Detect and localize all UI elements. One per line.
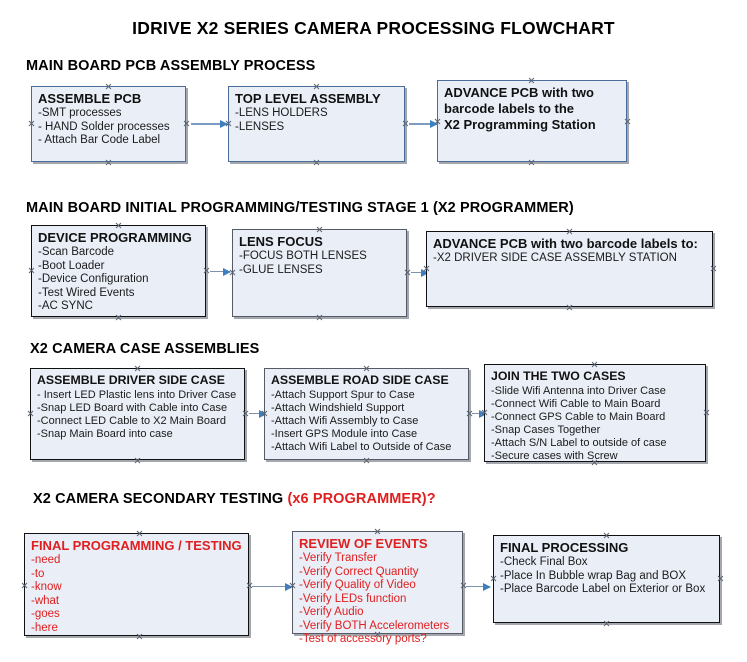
node-line: -Verify Correct Quantity bbox=[299, 565, 419, 578]
node-line: -Verify Audio bbox=[299, 606, 364, 618]
node-line: -Attach S/N Label to outside of case bbox=[491, 436, 667, 449]
node-line: -LENSES bbox=[235, 120, 285, 133]
node-line: -know bbox=[31, 581, 62, 593]
node-review-of-events[interactable]: REVIEW OF EVENTS -Verify Transfer -Verif… bbox=[292, 531, 463, 645]
section-heading-text: X2 CAMERA CASE ASSEMBLIES bbox=[30, 341, 260, 357]
node-line: -to bbox=[31, 567, 45, 580]
section-heading-x2-camera-case-assemblies: X2 CAMERA CASE ASSEMBLIES bbox=[30, 341, 259, 357]
node-line: - Insert LED Plastic lens into Driver Ca… bbox=[37, 388, 237, 401]
node-title: REVIEW OF EVENTS bbox=[299, 536, 428, 551]
node-line: -Snap LED Board with Cable into Case bbox=[37, 401, 228, 414]
node-title: DEVICE PROGRAMMING bbox=[38, 230, 192, 245]
node-line: -Connect LED Cable to X2 Main Board bbox=[37, 414, 226, 427]
node-line-overflow: -Test of accessory ports? bbox=[299, 633, 427, 645]
arrowhead-icon bbox=[223, 267, 231, 276]
node-line: -goes bbox=[31, 608, 60, 620]
node-line: -Secure cases with Screw bbox=[491, 449, 618, 462]
section-heading-text: MAIN BOARD INITIAL PROGRAMMING/TESTING S… bbox=[26, 200, 574, 216]
node-line: -Attach Windshield Support bbox=[271, 401, 405, 414]
node-line: -Check Final Box bbox=[500, 556, 588, 568]
arrowhead-icon bbox=[479, 409, 487, 418]
arrow-final-programming-to-review-of-events bbox=[252, 582, 293, 591]
node-line: - HAND Solder processes bbox=[38, 120, 170, 133]
node-final-programming-testing[interactable]: FINAL PROGRAMMING / TESTING -need -to -k… bbox=[24, 533, 249, 636]
node-line: - Attach Bar Code Label bbox=[38, 134, 161, 146]
arrow-driver-side-to-road-side bbox=[249, 409, 267, 418]
node-title: LENS FOCUS bbox=[239, 234, 323, 249]
node-advance-pcb-programming-station[interactable]: ADVANCE PCB with two barcode labels to t… bbox=[437, 80, 627, 162]
section-heading-text: MAIN BOARD PCB ASSEMBLY PROCESS bbox=[26, 58, 316, 74]
node-line: -FOCUS BOTH LENSES bbox=[239, 250, 367, 262]
node-line: -Connect Wifi Cable to Main Board bbox=[491, 397, 661, 410]
node-line: -SMT processes bbox=[38, 107, 122, 119]
arrowhead-icon bbox=[421, 268, 429, 277]
arrowhead-icon bbox=[430, 119, 438, 128]
node-line: -GLUE LENSES bbox=[239, 263, 323, 276]
node-line: -Test Wired Events bbox=[38, 286, 135, 299]
section-heading-text: X2 CAMERA SECONDARY TESTING bbox=[33, 491, 288, 507]
node-assemble-pcb[interactable]: ASSEMBLE PCB -SMT processes - HAND Solde… bbox=[31, 86, 186, 162]
page-title: IDRIVE X2 SERIES CAMERA PROCESSING FLOWC… bbox=[132, 18, 615, 38]
node-lens-focus[interactable]: LENS FOCUS -FOCUS BOTH LENSES -GLUE LENS… bbox=[232, 229, 407, 317]
section-heading-main-board-initial-programming: MAIN BOARD INITIAL PROGRAMMING/TESTING S… bbox=[26, 200, 574, 216]
node-line: -Insert GPS Module into Case bbox=[271, 427, 418, 440]
node-line: -Attach Wifi Assembly to Case bbox=[271, 414, 419, 427]
node-title: ADVANCE PCB with two bbox=[444, 85, 594, 100]
node-line: X2 Programming Station bbox=[444, 117, 596, 132]
node-join-the-two-cases[interactable]: JOIN THE TWO CASES -Slide Wifi Antenna i… bbox=[484, 364, 706, 462]
node-line: -Place Barcode Label on Exterior or Box bbox=[500, 583, 706, 595]
node-assemble-road-side-case[interactable]: ASSEMBLE ROAD SIDE CASE -Attach Support … bbox=[264, 368, 469, 460]
arrowhead-icon bbox=[483, 582, 491, 591]
node-device-programming[interactable]: DEVICE PROGRAMMING -Scan Barcode -Boot L… bbox=[31, 225, 206, 317]
node-line: -Verify Transfer bbox=[299, 552, 377, 564]
arrow-assemble-pcb-to-top-level-assembly bbox=[191, 119, 228, 128]
node-line: -Scan Barcode bbox=[38, 246, 115, 258]
arrow-road-side-to-join-cases bbox=[472, 409, 487, 418]
arrowhead-icon bbox=[285, 582, 293, 591]
node-line: -LENS HOLDERS bbox=[235, 107, 328, 119]
section-heading-accent: (x6 PROGRAMMER)? bbox=[287, 491, 436, 507]
node-title: ASSEMBLE DRIVER SIDE CASE bbox=[37, 373, 225, 387]
node-line: -Verify Quality of Video bbox=[299, 579, 416, 591]
arrowhead-icon bbox=[259, 409, 267, 418]
arrow-top-level-assembly-to-advance-pcb bbox=[409, 119, 438, 128]
node-top-level-assembly[interactable]: TOP LEVEL ASSEMBLY -LENS HOLDERS -LENSES bbox=[228, 86, 405, 162]
node-line: -Slide Wifi Antenna into Driver Case bbox=[491, 384, 666, 397]
node-line: -need bbox=[31, 554, 61, 566]
section-heading-x2-camera-secondary-testing: X2 CAMERA SECONDARY TESTING (x6 PROGRAMM… bbox=[33, 491, 436, 507]
node-advance-pcb-driver-side-case[interactable]: ADVANCE PCB with two barcode labels to: … bbox=[426, 231, 713, 307]
node-title: ADVANCE PCB with two barcode labels to: bbox=[433, 236, 698, 251]
node-title: FINAL PROCESSING bbox=[500, 540, 629, 555]
node-line: -here bbox=[31, 621, 58, 634]
arrow-review-of-events-to-final-processing bbox=[466, 582, 491, 591]
node-title: ASSEMBLE ROAD SIDE CASE bbox=[271, 373, 449, 387]
node-line: -what bbox=[31, 594, 60, 607]
arrow-device-programming-to-lens-focus bbox=[210, 267, 231, 276]
node-title: TOP LEVEL ASSEMBLY bbox=[235, 91, 381, 106]
node-final-processing[interactable]: FINAL PROCESSING -Check Final Box -Place… bbox=[493, 535, 720, 623]
node-line: -Verify BOTH Accelerometers bbox=[299, 619, 450, 632]
node-line: -Snap Cases Together bbox=[491, 423, 601, 436]
node-title: JOIN THE TWO CASES bbox=[491, 369, 626, 383]
node-line: -Verify LEDs function bbox=[299, 592, 407, 605]
node-line: barcode labels to the bbox=[444, 101, 575, 116]
node-line: -Attach Support Spur to Case bbox=[271, 388, 415, 401]
section-heading-main-board-pcb-assembly: MAIN BOARD PCB ASSEMBLY PROCESS bbox=[26, 58, 315, 74]
node-assemble-driver-side-case[interactable]: ASSEMBLE DRIVER SIDE CASE - Insert LED P… bbox=[30, 368, 245, 460]
node-line: -X2 DRIVER SIDE CASE ASSEMBLY STATION bbox=[433, 252, 677, 264]
node-line: -Connect GPS Cable to Main Board bbox=[491, 410, 666, 423]
node-line: -Place In Bubble wrap Bag and BOX bbox=[500, 569, 687, 582]
node-line: -Boot Loader bbox=[38, 259, 105, 272]
node-title: ASSEMBLE PCB bbox=[38, 91, 142, 106]
node-line: -Attach Wifi Label to Outside of Case bbox=[271, 440, 452, 453]
node-line: -Snap Main Board into case bbox=[37, 427, 173, 440]
arrowhead-icon bbox=[220, 119, 228, 128]
node-line: -Device Configuration bbox=[38, 273, 149, 285]
arrow-lens-focus-to-advance-pcb bbox=[411, 268, 429, 277]
node-line: -AC SYNC bbox=[38, 300, 93, 312]
node-title: FINAL PROGRAMMING / TESTING bbox=[31, 538, 242, 553]
